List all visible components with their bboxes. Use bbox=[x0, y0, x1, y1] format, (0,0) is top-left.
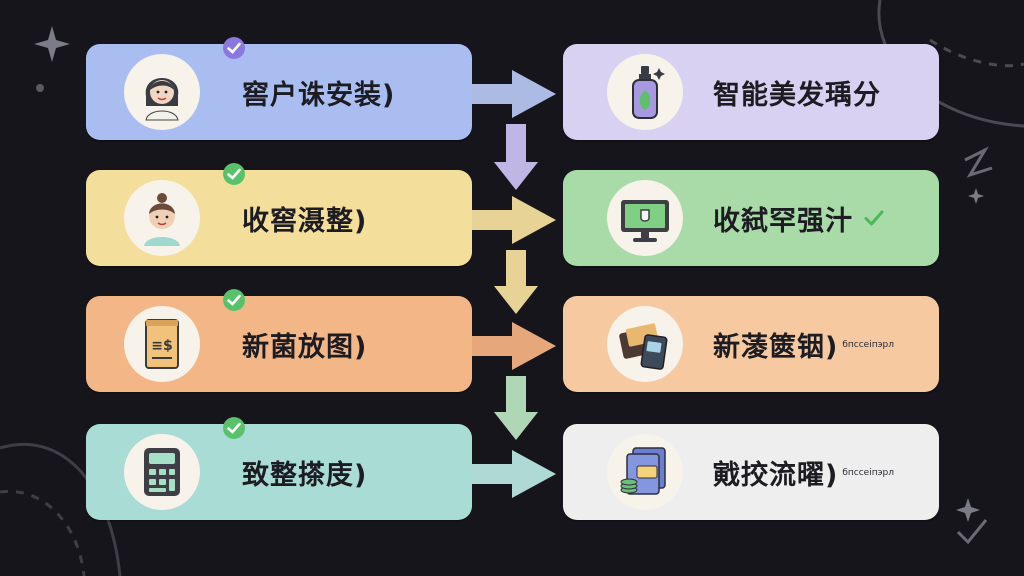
icon-container: ≡$ bbox=[124, 306, 200, 382]
icon-container bbox=[607, 306, 683, 382]
arrow-down bbox=[494, 124, 538, 190]
zigzag-decoration bbox=[964, 146, 993, 178]
result-label: 戭挍流曜) бпссеіпэрл bbox=[713, 424, 894, 520]
calculator-icon bbox=[144, 448, 180, 496]
result-label-text: 收弑罕强汁 bbox=[713, 205, 853, 237]
arrow-right bbox=[472, 196, 556, 244]
arrow-right bbox=[472, 70, 556, 118]
arc-decoration bbox=[0, 442, 122, 576]
check-badge-icon bbox=[222, 288, 246, 312]
result-sublabel: бпссеіпэрл bbox=[842, 340, 895, 350]
dot-decoration bbox=[36, 84, 44, 92]
check-badge-icon bbox=[222, 162, 246, 186]
result-card-1[interactable]: 智能美发瑀分 bbox=[563, 44, 939, 140]
result-card-2[interactable]: 收弑罕强汁 bbox=[563, 170, 939, 266]
document-coins-icon bbox=[620, 447, 666, 495]
check-mark-icon bbox=[861, 205, 887, 231]
step-label: 致整搽庋) bbox=[242, 459, 368, 491]
arrow-down bbox=[494, 250, 538, 314]
result-label: 收弑罕强汁 bbox=[713, 170, 887, 266]
step-card-3[interactable]: ≡$ 新菌放图) bbox=[86, 296, 472, 392]
woman-avatar-icon bbox=[145, 78, 179, 121]
check-badge-icon bbox=[222, 416, 246, 440]
arc-decoration bbox=[0, 489, 86, 576]
result-sublabel: бпссеіпэрл bbox=[842, 468, 895, 478]
result-card-4[interactable]: 戭挍流曜) бпссеіпэрл bbox=[563, 424, 939, 520]
wallet-card-icon bbox=[619, 323, 668, 370]
monitor-icon bbox=[621, 200, 669, 242]
sparkle-icon bbox=[956, 188, 984, 522]
result-label-text: 戭挍流曜) bbox=[713, 459, 839, 491]
check-badge-icon bbox=[222, 36, 246, 60]
step-label: 新菌放图) bbox=[242, 331, 368, 363]
check-doodle-decoration bbox=[956, 519, 988, 545]
result-label-text: 新蓤篋铟) bbox=[713, 331, 839, 363]
avatar bbox=[124, 54, 200, 130]
step-card-2[interactable]: 收窖滠整) bbox=[86, 170, 472, 266]
icon-container bbox=[607, 434, 683, 510]
step-label: 收窖滠整) bbox=[242, 205, 368, 237]
icon-container bbox=[124, 434, 200, 510]
avatar bbox=[124, 180, 200, 256]
step-label: 窖户诛安装) bbox=[242, 79, 396, 111]
person-avatar-icon bbox=[144, 193, 180, 246]
icon-container bbox=[607, 54, 683, 130]
receipt-icon: ≡$ bbox=[145, 319, 179, 369]
arrow-right bbox=[472, 450, 556, 498]
result-card-3[interactable]: 新蓤篋铟) бпссеіпэрл bbox=[563, 296, 939, 392]
sparkle-icon bbox=[34, 26, 70, 62]
spray-bottle-icon bbox=[632, 66, 665, 119]
result-label: 智能美发瑀分 bbox=[713, 79, 881, 111]
step-card-4[interactable]: 致整搽庋) bbox=[86, 424, 472, 520]
arrow-right bbox=[472, 322, 556, 370]
svg-text:≡$: ≡$ bbox=[151, 338, 172, 354]
arrow-down bbox=[494, 376, 538, 440]
step-card-1[interactable]: 窖户诛安装) bbox=[86, 44, 472, 140]
icon-container bbox=[607, 180, 683, 256]
result-label: 新蓤篋铟) бпссеіпэрл bbox=[713, 296, 894, 392]
arc-decoration bbox=[929, 38, 1024, 68]
